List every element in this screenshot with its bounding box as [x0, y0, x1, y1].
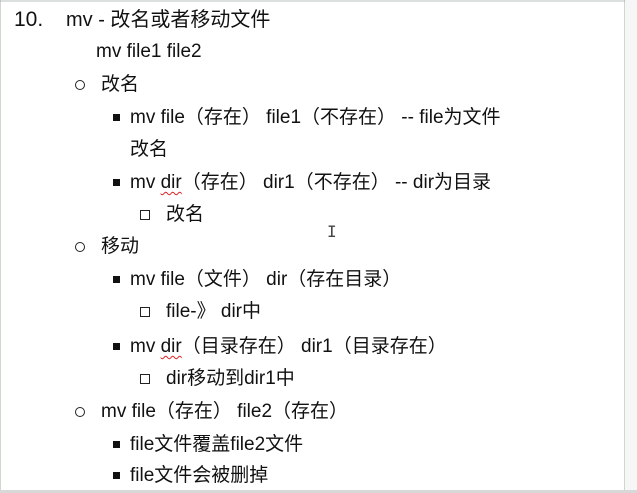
box-bullet-icon [140, 374, 150, 384]
rename-item-1-cont: 改名 [130, 139, 169, 160]
bottom-border [0, 490, 637, 493]
section-title-rename: 改名 [101, 74, 140, 95]
section-title-overwrite: mv file（存在） file2（存在） [101, 401, 349, 422]
section-title-move: 移动 [101, 236, 140, 257]
box-bullet-icon [140, 307, 150, 317]
heading-title: mv - 改名或者移动文件 [66, 9, 271, 31]
square-bullet-icon [113, 441, 120, 448]
heading-number: 10. [14, 8, 44, 31]
box-bullet-icon [140, 210, 150, 220]
misspelled-word: dir [160, 336, 182, 357]
move-item-1-sub: file-》 dir中 [166, 301, 262, 322]
move-item-2-sub: dir移动到dir1中 [166, 368, 295, 389]
rename-item-1: mv file（存在） file1（不存在） -- file为文件 [130, 107, 501, 128]
cmd-text: mv [130, 336, 156, 357]
circle-bullet-icon [75, 407, 85, 417]
rename-item-2-sub: 改名 [166, 204, 205, 225]
top-border [0, 0, 637, 2]
rename-item-2: mv dir（存在） dir1（不存在） -- dir为目录 [130, 171, 491, 195]
text-cursor-icon: I [327, 222, 337, 241]
circle-bullet-icon [75, 242, 85, 252]
misspelled-word: dir [160, 172, 182, 193]
square-bullet-icon [113, 179, 120, 186]
cmd-text: mv [130, 172, 156, 193]
square-bullet-icon [113, 343, 120, 350]
cmd-rest: （存在） dir1（不存在） -- dir为目录 [181, 172, 492, 193]
overwrite-item-1: file文件覆盖file2文件 [130, 434, 304, 455]
syntax-line: mv file1 file2 [96, 41, 202, 62]
square-bullet-icon [113, 472, 120, 479]
square-bullet-icon [113, 276, 120, 283]
move-item-1: mv file（文件） dir（存在目录） [130, 269, 402, 290]
circle-bullet-icon [75, 80, 85, 90]
move-item-2: mv dir（目录存在） dir1（目录存在） [130, 335, 447, 359]
square-bullet-icon [113, 114, 120, 121]
cmd-rest: （目录存在） dir1（目录存在） [181, 336, 447, 357]
scrollbar-track[interactable] [625, 0, 637, 493]
overwrite-item-2: file文件会被删掉 [130, 465, 269, 486]
